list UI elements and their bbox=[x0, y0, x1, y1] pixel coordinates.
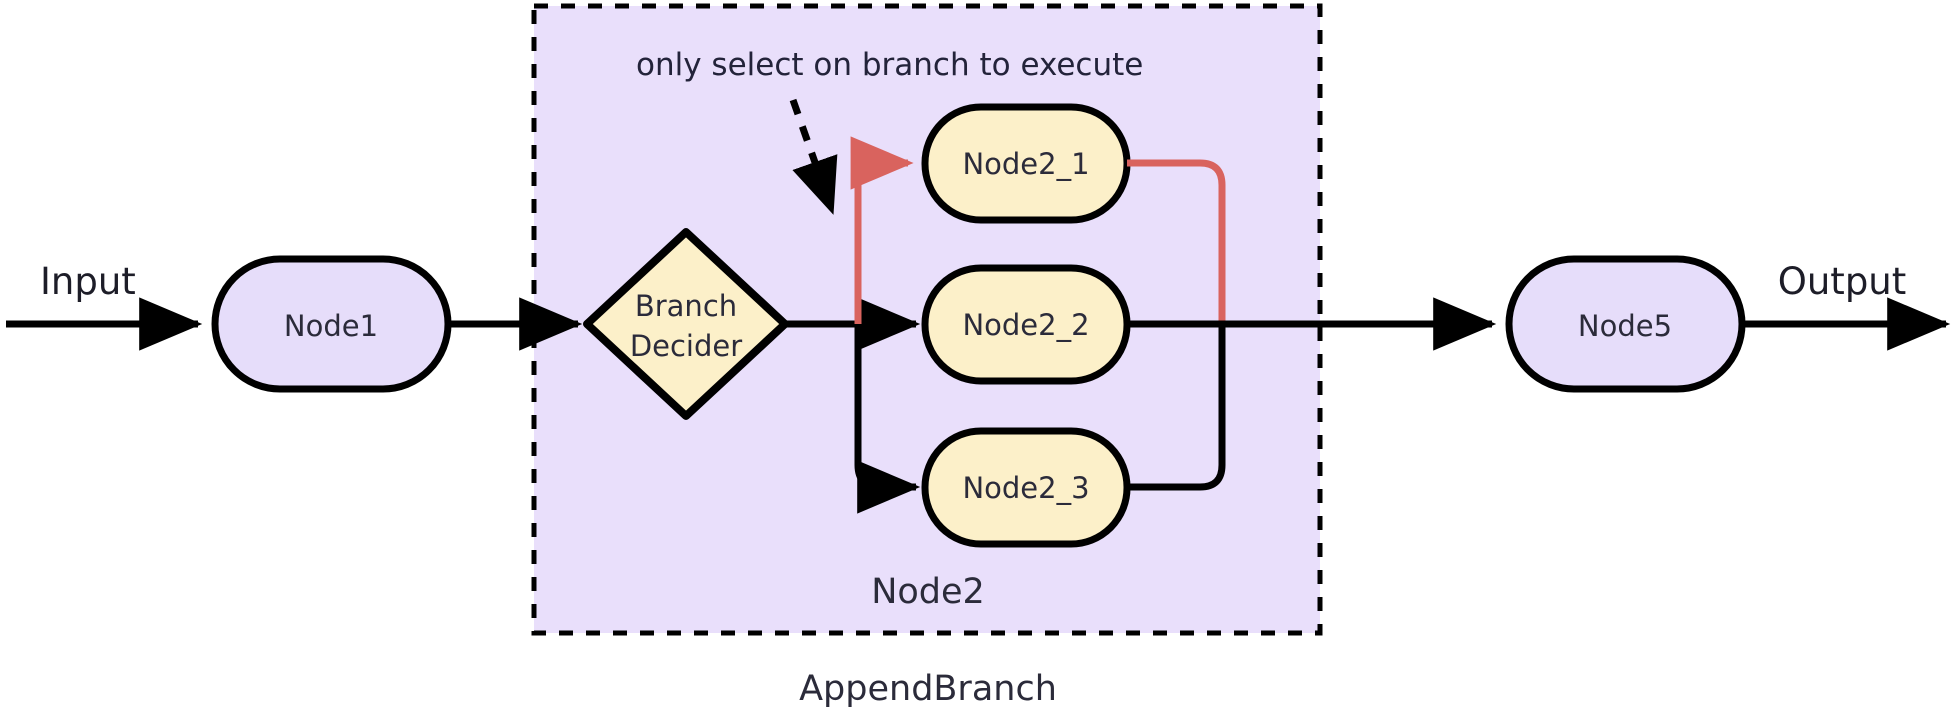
node1-label: Node1 bbox=[284, 309, 378, 343]
input-label: Input bbox=[40, 260, 136, 303]
node2-3-label: Node2_3 bbox=[962, 471, 1089, 505]
annotation-pointer-arrow bbox=[789, 98, 838, 215]
node-branch-decider[interactable] bbox=[583, 228, 789, 420]
node5-label: Node5 bbox=[1578, 309, 1672, 343]
node2-2-label: Node2_2 bbox=[962, 308, 1089, 342]
branch-decider-label-line2: Decider bbox=[630, 329, 742, 363]
output-label: Output bbox=[1778, 260, 1907, 303]
node2-group-label: Node2 bbox=[871, 572, 985, 612]
append-branch-group-label: AppendBranch bbox=[799, 669, 1057, 709]
edge-trunk-to-node2-3 bbox=[854, 324, 921, 514]
edge-node2-3-to-merge bbox=[1127, 324, 1226, 491]
edge-node2-1-to-merge-highlight bbox=[1127, 159, 1226, 324]
edge-trunk-to-node2-1-highlight bbox=[850, 136, 914, 324]
node2-1-label: Node2_1 bbox=[962, 147, 1089, 181]
branch-decider-label-line1: Branch bbox=[635, 289, 737, 323]
annotation-text: only select on branch to execute bbox=[636, 47, 1143, 83]
